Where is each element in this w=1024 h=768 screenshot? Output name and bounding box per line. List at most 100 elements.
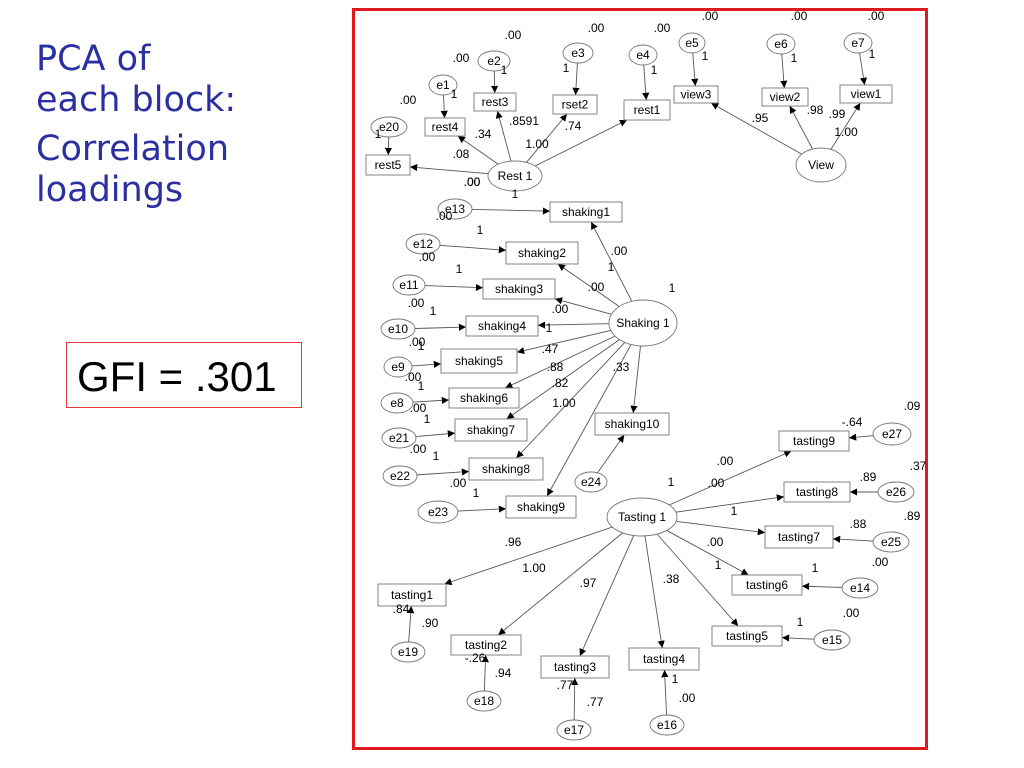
path-coefficient-label: .00 [588,280,605,294]
node-label-shaking10: shaking10 [605,417,660,431]
path-coefficient-label: .00 [611,244,628,258]
path-coefficient-label: .00 [409,335,426,349]
latent-variable-e6 [766,33,796,55]
node-label-rest5: rest5 [375,158,402,172]
path-arrow-e21-to-shaking7 [415,430,456,438]
path-arrow-e10-to-shaking4 [414,323,467,331]
path-arrow-Shaking-to-shaking3 [554,297,612,315]
observed-variable-tasting1 [377,583,447,607]
path-coefficient-label: .74 [565,119,582,133]
path-arrow-Shaking-to-shaking4 [537,321,610,329]
node-label-shaking5: shaking5 [455,354,503,368]
node-label-Rest: Rest 1 [498,169,533,183]
node-label-e26: e26 [886,485,906,499]
path-arrow-Shaking-to-shaking8 [515,342,626,459]
latent-variable-e14 [841,577,879,599]
node-label-e4: e4 [636,48,650,62]
path-coefficient-label: .77 [587,695,604,709]
path-arrow-e14-to-tasting6 [801,582,843,590]
observed-variable-tasting3 [540,655,610,679]
path-arrow-Tasting-to-tasting6 [666,530,749,576]
path-coefficient-label: 1 [715,558,722,572]
path-coefficient-label: 1 [791,51,798,65]
observed-variable-rest2 [552,94,598,115]
path-coefficient-label: .33 [613,360,630,374]
latent-variable-e7 [843,32,873,54]
observed-variable-view1 [839,84,893,104]
path-arrow-e23-to-shaking9 [457,505,507,513]
path-arrow-e7-to-view1 [859,52,868,86]
latent-variable-e4 [628,44,658,66]
path-coefficient-label: 1 [651,63,658,77]
title-line-1: PCA of [36,39,151,79]
path-coefficient-label: 1 [563,61,570,75]
node-label-e22: e22 [390,469,410,483]
node-label-e24: e24 [581,475,601,489]
node-label-e14: e14 [850,581,870,595]
node-label-view2: view2 [770,90,801,104]
node-label-shaking8: shaking8 [482,462,530,476]
observed-variable-rest1 [623,99,671,121]
path-arrow-Rest-to-rest4 [457,135,499,165]
observed-variable-tasting9 [778,430,850,452]
path-coefficient-label: .00 [843,606,860,620]
path-coefficient-label: .00 [464,175,481,189]
path-coefficient-label: 1 [608,260,615,274]
path-coefficient-label: .00 [400,93,417,107]
path-arrow-e5-to-view3 [691,52,699,87]
title-line-3: Correlation [36,129,229,169]
node-label-tasting7: tasting7 [778,530,820,544]
path-coefficient-label: 1 [430,304,437,318]
latent-variable-e3 [562,42,594,64]
path-coefficient-label: .00 [717,454,734,468]
path-arrow-e24-to-shaking10 [597,434,625,474]
path-coefficient-label: 1 [672,672,679,686]
path-arrow-Rest-to-rest2 [526,113,568,163]
node-label-e11: e11 [399,278,418,292]
node-label-Tasting: Tasting 1 [618,510,666,524]
node-label-tasting5: tasting5 [726,629,768,643]
node-label-e12: e12 [413,237,433,251]
latent-variable-e23 [417,500,459,524]
node-label-e19: e19 [398,645,418,659]
path-coefficient-label: .00 [408,296,425,310]
path-coefficient-label: 1 [433,449,440,463]
observed-variable-rest4 [424,117,466,137]
path-coefficient-label: 1 [702,49,709,63]
node-label-shaking3: shaking3 [495,282,543,296]
path-arrow-e11-to-shaking3 [424,283,484,292]
path-coefficient-label: .00 [872,555,889,569]
observed-variable-rest5 [365,154,411,176]
observed-variable-shaking6 [448,387,520,409]
node-label-shaking7: shaking7 [467,423,515,437]
observed-variable-tasting6 [731,574,803,596]
observed-variable-shaking8 [468,457,544,481]
path-coefficient-label: .00 [708,476,725,490]
path-coefficient-label: .00 [410,442,427,456]
path-coefficient-label: -.26 [465,651,486,665]
path-coefficient-label: .00 [450,476,467,490]
path-coefficient-label: .88 [850,517,867,531]
path-coefficient-label: -.64 [842,415,863,429]
path-coefficient-label: .89 [860,470,877,484]
latent-variable-e25 [872,531,910,553]
path-arrow-Shaking-to-shaking5 [516,330,611,355]
latent-variable-e16 [649,714,685,736]
node-label-shaking2: shaking2 [518,246,566,260]
path-coefficient-label: .88 [547,360,564,374]
path-arrow-Rest-to-rest3 [495,110,512,162]
node-label-tasting1: tasting1 [391,588,433,602]
observed-variable-rest3 [473,92,517,112]
latent-variable-e11 [392,274,426,296]
path-coefficient-label: .00 [419,250,436,264]
node-label-e2: e2 [487,54,501,68]
node-label-tasting4: tasting4 [643,652,685,666]
node-label-e6: e6 [774,37,788,51]
node-label-e3: e3 [571,46,585,60]
path-coefficient-label: 1 [501,63,508,77]
path-coefficient-label: .00 [453,51,470,65]
node-label-rest1: rest1 [634,103,661,117]
node-label-rest4: rest4 [432,120,459,134]
path-arrow-Tasting-to-tasting2 [497,532,623,636]
path-arrow-e4-to-rest1 [642,64,650,101]
